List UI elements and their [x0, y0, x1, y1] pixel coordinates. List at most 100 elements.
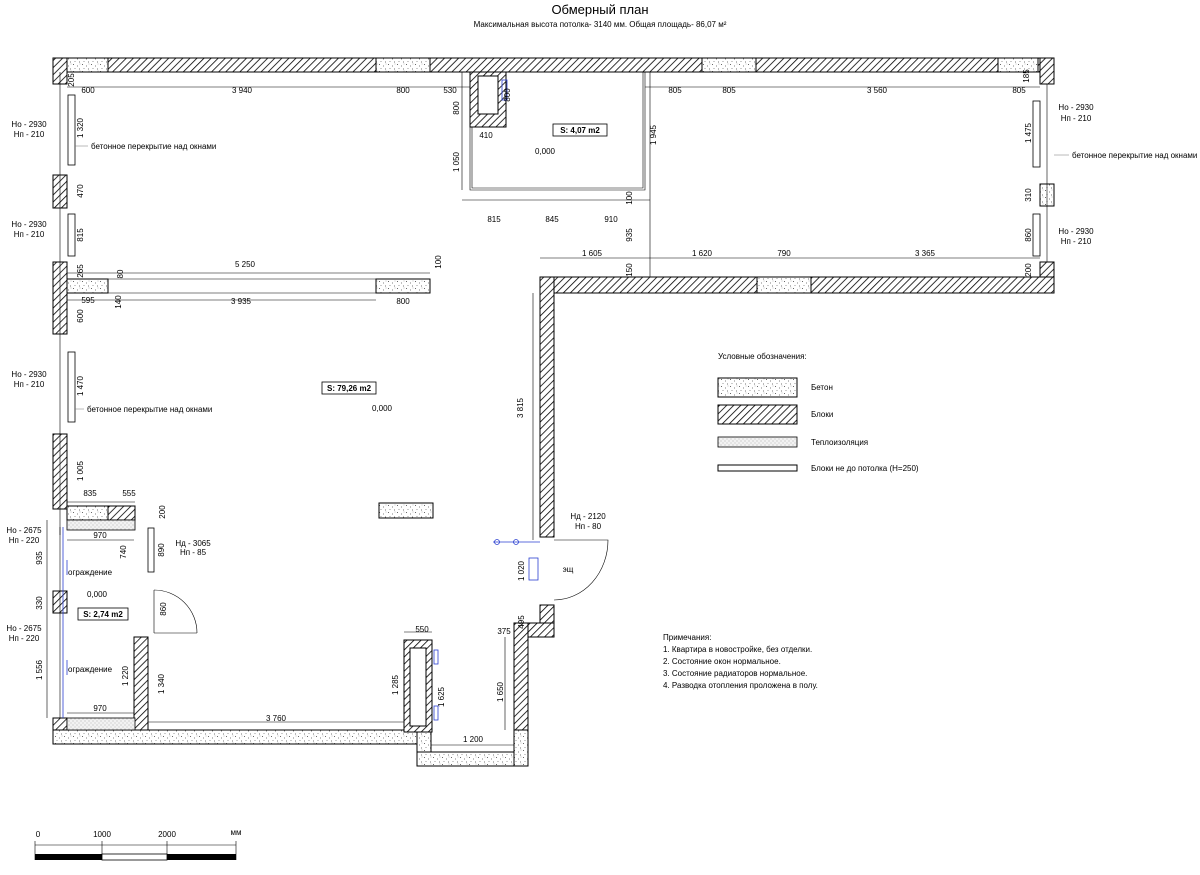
top-right-pier — [1039, 57, 1055, 85]
free-column — [378, 502, 434, 519]
dim-label: 3 365 — [915, 249, 936, 258]
top-column — [66, 57, 109, 73]
window-hp: Нп - 210 — [14, 130, 45, 139]
bottom-wall — [52, 729, 432, 745]
walls — [52, 57, 1055, 767]
door-hp: Нп - 80 — [575, 522, 602, 531]
dim-label: 1 050 — [452, 151, 461, 172]
notes-title: Примечания: — [663, 633, 711, 642]
legend-swatch-concrete — [717, 377, 798, 398]
bathroom-partition — [469, 72, 646, 191]
header: Обмерный план Максимальная высота потолк… — [474, 2, 727, 29]
window-ho: Но - 2675 — [6, 624, 42, 633]
window-hp: Нп - 210 — [1061, 237, 1092, 246]
room-labels: S: 79,26 m2 0,000 S: 4,07 m2 0,000 S: 2,… — [77, 123, 608, 621]
plan-subtitle: Максимальная высота потолка- 3140 мм. Об… — [474, 20, 727, 29]
dim-label: 1 220 — [121, 665, 130, 686]
railing-label: ограждение — [68, 568, 113, 577]
shaft-inner — [477, 75, 499, 115]
top-wall — [52, 57, 1055, 73]
dim-label: 1 285 — [391, 674, 400, 695]
dim-label: 555 — [122, 489, 136, 498]
window-hp: Нп - 210 — [14, 380, 45, 389]
window-hp: Нп - 220 — [9, 536, 40, 545]
window-ho: Но - 2930 — [1058, 227, 1094, 236]
legend-title: Условные обозначения: — [718, 352, 807, 361]
dim-label: 970 — [93, 704, 107, 713]
inner-column — [66, 278, 109, 294]
dim-label: 495 — [517, 615, 526, 629]
window-hp: Нп - 210 — [1061, 114, 1092, 123]
door-hp: Нп - 85 — [180, 548, 207, 557]
dim-label: 800 — [503, 88, 512, 102]
dim-label: 185 — [1022, 69, 1031, 83]
dim-label: 805 — [722, 86, 736, 95]
dim-label: 860 — [159, 602, 168, 616]
scale-bar: 0 1000 2000 мм — [34, 828, 242, 861]
dim-label: 595 — [81, 296, 95, 305]
dim-label: 5 250 — [235, 260, 256, 269]
dim-label: 100 — [625, 191, 634, 205]
legend-item: Блоки — [811, 410, 833, 419]
dim-label: 1 005 — [76, 460, 85, 481]
scale-tick-label: 2000 — [158, 830, 176, 839]
right-lower-wall — [513, 622, 529, 746]
door-hd: Нд - 2120 — [570, 512, 606, 521]
top-column — [701, 57, 757, 73]
room-level: 0,000 — [372, 404, 393, 413]
dim-label: 1 020 — [517, 560, 526, 581]
notes: Примечания: 1. Квартира в новостройке, б… — [663, 633, 818, 690]
dim-label: 800 — [396, 297, 410, 306]
dim-label: 205 — [67, 73, 76, 87]
dim-label: 550 — [415, 625, 429, 634]
right-wing-column — [756, 276, 812, 294]
dim-label: 140 — [114, 295, 123, 309]
dim-label: 1 605 — [582, 249, 603, 258]
legend-swatch-insulation — [717, 436, 798, 448]
scale-unit: мм — [231, 828, 242, 837]
dim-label: 1 200 — [463, 735, 484, 744]
dim-label: 805 — [1012, 86, 1026, 95]
railing-label: ограждение — [68, 665, 113, 674]
window-ho: Но - 2930 — [11, 120, 47, 129]
shaft-inner — [409, 647, 427, 727]
scale-segment — [101, 853, 168, 861]
window-ho: Но - 2930 — [11, 220, 47, 229]
opening-annotations: Но - 2930 Нп - 210 бетонное перекрытие н… — [6, 103, 1197, 674]
note-item: 1. Квартира в новостройке, без отделки. — [663, 645, 812, 654]
dim-label: 910 — [604, 215, 618, 224]
dim-label: 835 — [83, 489, 97, 498]
insulation — [66, 519, 136, 531]
dim-label: 1 340 — [157, 673, 166, 694]
dim-label: 1 620 — [692, 249, 713, 258]
top-column — [997, 57, 1039, 73]
note-item: 2. Состояние окон нормальное. — [663, 657, 781, 666]
bottom-wall-right — [416, 751, 529, 767]
scale-tick-label: 1000 — [93, 830, 111, 839]
dim-label: 3 815 — [516, 397, 525, 418]
dim-label: 1 556 — [35, 659, 44, 680]
scale-segment — [167, 854, 236, 860]
dim-label: 3 560 — [867, 86, 888, 95]
room-level: 0,000 — [535, 147, 556, 156]
room-area: S: 79,26 m2 — [327, 384, 372, 393]
dim-label: 815 — [487, 215, 501, 224]
bottom-corner — [513, 729, 529, 767]
dim-label: 790 — [777, 249, 791, 258]
window-note: бетонное перекрытие над окнами — [87, 405, 212, 414]
window-note: бетонное перекрытие над окнами — [91, 142, 216, 151]
scale-tick-label: 0 — [36, 830, 41, 839]
panel-label: эщ — [563, 565, 574, 574]
dim-label: 935 — [35, 551, 44, 565]
window-note: бетонное перекрытие над окнами — [1072, 151, 1197, 160]
dim-label: 265 — [76, 264, 85, 278]
dim-label: 150 — [625, 263, 634, 277]
dim-label: 740 — [119, 545, 128, 559]
window-hp: Нп - 220 — [9, 634, 40, 643]
dim-label: 935 — [625, 228, 634, 242]
room-area: S: 2,74 m2 — [83, 610, 123, 619]
dim-label: 410 — [479, 131, 493, 140]
plan-title: Обмерный план — [551, 2, 648, 17]
legend: Условные обозначения: Бетон Блоки Теплои… — [717, 352, 919, 473]
legend-swatch-low-blocks — [717, 464, 798, 472]
